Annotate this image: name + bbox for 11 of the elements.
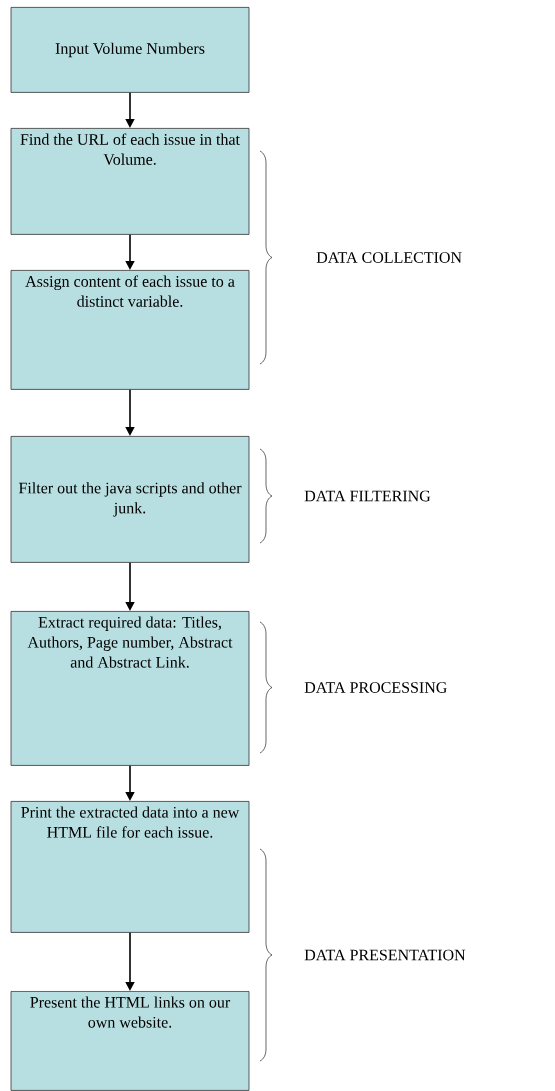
section-label: DATA PRESENTATION bbox=[304, 949, 466, 961]
process-box: Input Volume Numbers bbox=[10, 7, 250, 93]
process-box: Extract required data: Titles, Authors, Page number, Abstract and Abstract Link. bbox=[10, 611, 250, 766]
section-label: DATA PROCESSING bbox=[304, 682, 447, 693]
process-box: Assign content of each issue to a distinct variable. bbox=[10, 270, 250, 390]
process-box: Print the extracted data into a new HTML file for each issue. bbox=[10, 801, 250, 933]
section-label: DATA COLLECTION bbox=[316, 252, 462, 263]
process-box: Filter out the java scripts and other junk. bbox=[10, 436, 250, 563]
process-box: Present the HTML links on our own website. bbox=[10, 991, 250, 1091]
process-box: Find the URL of each issue in that Volume. bbox=[10, 128, 250, 235]
section-label: DATA FILTERING bbox=[304, 490, 431, 502]
